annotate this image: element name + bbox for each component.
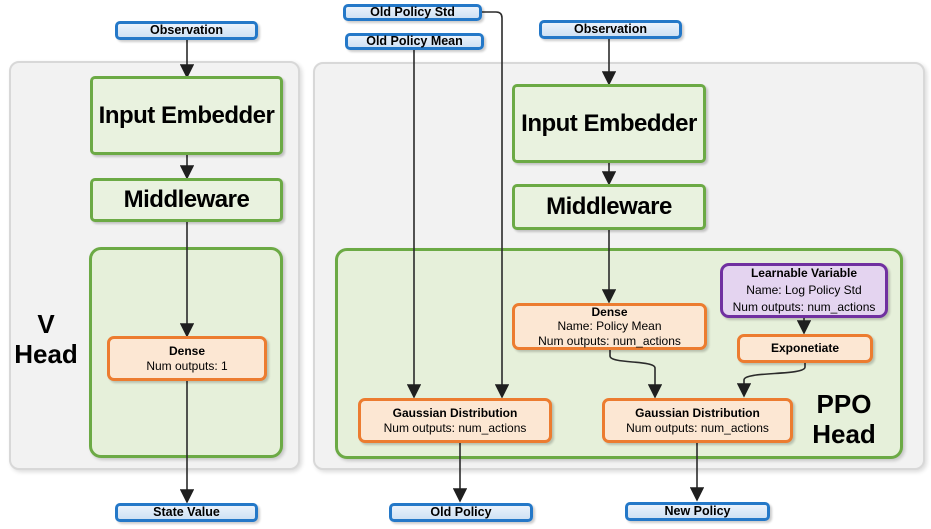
v-middleware-node: Middleware (90, 178, 283, 222)
v-head-title: V Head (10, 309, 82, 370)
ppo-dense-outputs: Num outputs: num_actions (538, 333, 681, 348)
exponetiate-label: Exponetiate (770, 341, 839, 355)
ppo-head-title-line2: Head (812, 418, 876, 449)
ppo-dense-node: Dense Name: Policy Mean Num outputs: num… (512, 303, 707, 350)
v-middleware-label: Middleware (123, 186, 250, 213)
ppo-head-title: PPO Head (798, 389, 890, 450)
ppo-observation-label: Observation (574, 22, 647, 37)
old-policy-std-label: Old Policy Std (370, 5, 455, 20)
gaussian-old-title: Gaussian Distribution (392, 405, 518, 420)
learnable-variable-node: Learnable Variable Name: Log Policy Std … (720, 263, 888, 318)
old-policy-node: Old Policy (389, 503, 533, 522)
v-observation-label: Observation (150, 23, 223, 38)
gaussian-new-outputs: Num outputs: num_actions (626, 420, 769, 435)
exponetiate-node: Exponetiate (737, 334, 873, 363)
v-head-title-line1: V (37, 309, 55, 339)
state-value-node: State Value (115, 503, 258, 522)
new-policy-node: New Policy (625, 502, 770, 521)
gaussian-distribution-new-node: Gaussian Distribution Num outputs: num_a… (602, 398, 793, 443)
learnable-variable-title: Learnable Variable (750, 266, 858, 280)
edge-exponetiate-to-gaussian-new (736, 363, 806, 398)
v-dense-outputs: Num outputs: 1 (146, 358, 228, 373)
ppo-middleware-label: Middleware (546, 193, 672, 220)
v-head-title-line2: Head (14, 338, 78, 369)
ppo-dense-name: Name: Policy Mean (557, 319, 662, 334)
v-observation-node: Observation (115, 21, 258, 40)
old-policy-mean-label: Old Policy Mean (366, 34, 463, 49)
edge-old-policy-std-to-gaussian-old (482, 11, 510, 399)
ppo-head-title-line1: PPO (816, 389, 872, 419)
v-input-embedder-label: Input Embedder (98, 101, 275, 129)
gaussian-new-title: Gaussian Distribution (635, 405, 760, 420)
gaussian-old-outputs: Num outputs: num_actions (383, 420, 527, 435)
ppo-middleware-node: Middleware (512, 184, 706, 230)
ppo-observation-node: Observation (539, 20, 682, 39)
v-dense-title: Dense (168, 343, 206, 358)
old-policy-label: Old Policy (430, 505, 492, 520)
ppo-dense-title: Dense (591, 304, 628, 319)
v-input-embedder-node: Input Embedder (90, 76, 283, 155)
gaussian-distribution-old-node: Gaussian Distribution Num outputs: num_a… (358, 398, 552, 443)
state-value-label: State Value (153, 505, 220, 520)
learnable-variable-outputs: Num outputs: num_actions (732, 300, 876, 314)
ppo-input-embedder-label: Input Embedder (521, 109, 697, 137)
ppo-input-embedder-node: Input Embedder (512, 84, 706, 163)
old-policy-mean-node: Old Policy Mean (345, 33, 484, 50)
old-policy-std-node: Old Policy Std (343, 4, 482, 21)
new-policy-label: New Policy (664, 504, 731, 519)
edge-dense-to-gaussian-new (609, 350, 663, 399)
v-dense-node: Dense Num outputs: 1 (107, 336, 267, 381)
learnable-variable-name: Name: Log Policy Std (746, 283, 862, 297)
